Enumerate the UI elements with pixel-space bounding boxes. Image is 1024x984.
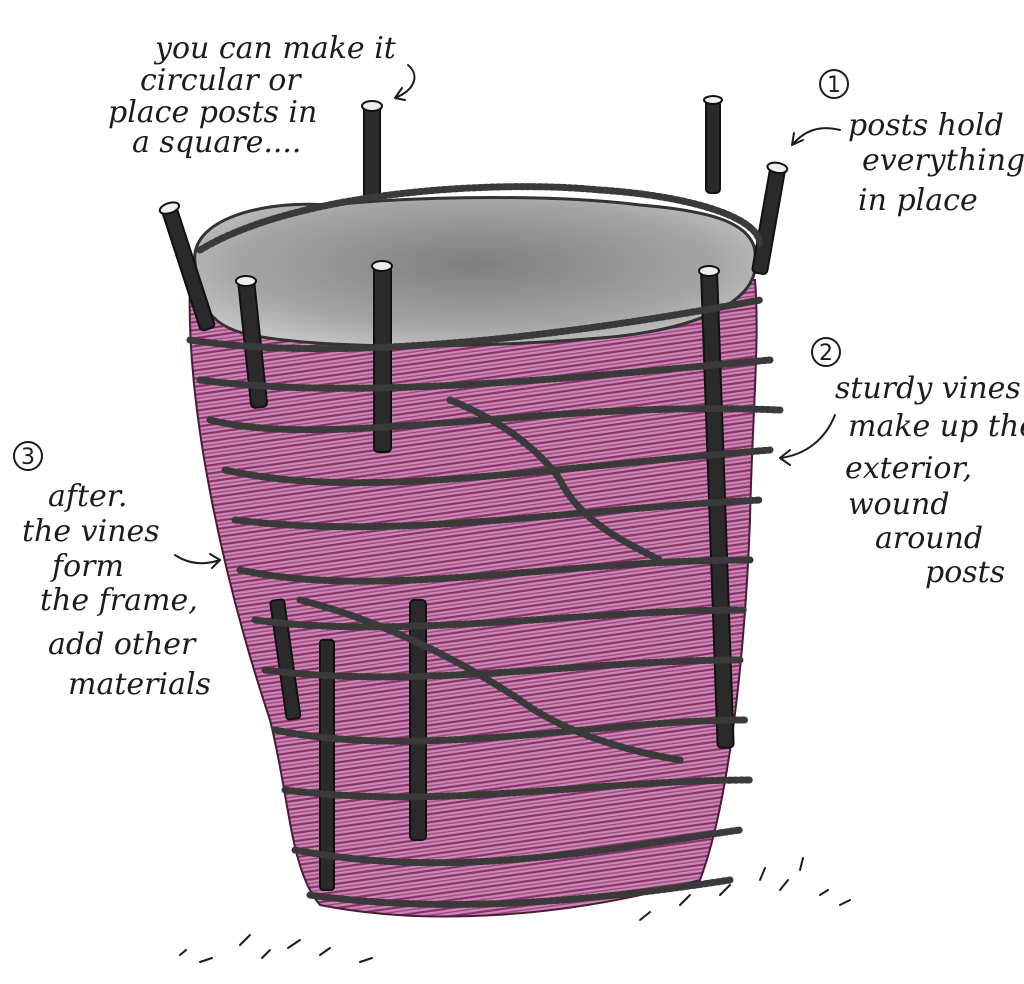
note-2-line-1: sturdy vines xyxy=(835,371,1021,406)
post-right xyxy=(749,161,788,275)
note-3-line-6: materials xyxy=(68,667,211,702)
svg-text:circular or: circular or xyxy=(140,63,302,98)
number-1: 1 xyxy=(827,73,841,98)
note-1-line-1: posts hold xyxy=(848,108,1004,143)
note-3-line-4: the frame, xyxy=(40,583,198,618)
note-1-line-3: in place xyxy=(858,183,978,218)
top-note-line-2: circular or xyxy=(140,63,302,98)
note-3-line-5: add other xyxy=(48,627,197,662)
top-note-line-1: you can make it xyxy=(153,31,397,66)
note-3-line-2: the vines xyxy=(22,514,160,549)
top-note-line-4: a square.... xyxy=(132,125,301,160)
note-2-line-2: make up the xyxy=(848,409,1024,444)
note-2-line-6: posts xyxy=(925,555,1005,590)
annotation-2: 2 sturdy vines make up the exterior, wou… xyxy=(812,338,1024,590)
note-2-line-3: exterior, xyxy=(845,451,972,486)
note-3-line-3: form xyxy=(50,549,124,584)
basket-body xyxy=(190,280,757,916)
annotation-3: 3 after. the vines form the frame, add o… xyxy=(14,442,211,702)
note-2-line-4: wound xyxy=(848,487,950,522)
svg-text:a square....: a square.... xyxy=(132,125,301,160)
note-2-line-5: around xyxy=(875,521,983,556)
post-top-right xyxy=(704,96,722,193)
number-2: 2 xyxy=(819,341,833,366)
svg-text:you can make it: you can make it xyxy=(153,31,397,66)
note-3-line-1: after. xyxy=(48,479,127,514)
post-top-center xyxy=(362,101,382,198)
number-3: 3 xyxy=(21,445,35,470)
annotation-top: you can make it circular or place posts … xyxy=(108,31,397,160)
note-1-line-2: everything xyxy=(862,143,1024,178)
annotation-1: 1 posts hold everything in place xyxy=(820,70,1024,218)
